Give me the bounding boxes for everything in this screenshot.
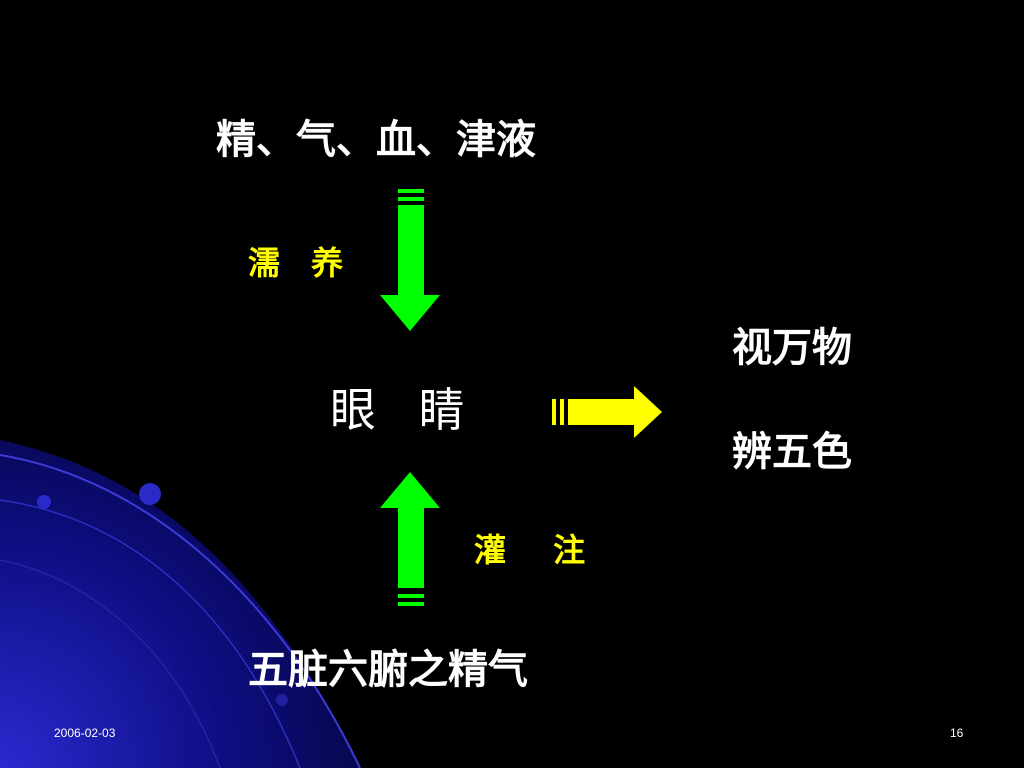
swoosh-curve-1 — [0, 454, 361, 768]
blue-swoosh-shape — [0, 440, 360, 768]
yellow-right-arrow-icon — [552, 386, 662, 438]
irrigate-label: 灌 注 — [474, 531, 604, 569]
swoosh-curve-3 — [0, 559, 221, 768]
decor-dot-large — [139, 483, 161, 505]
swoosh-curve-2 — [0, 499, 301, 768]
function-label-see-all-things: 视万物 — [732, 325, 852, 371]
eye-label: 眼 睛 — [330, 383, 479, 437]
decor-dot-bottom — [276, 694, 288, 706]
footer-page-number: 16 — [950, 726, 964, 740]
decor-dot-small — [37, 495, 51, 509]
green-down-arrow-icon — [380, 189, 440, 331]
nourish-label: 濡 养 — [248, 244, 354, 282]
footer-date: 2006-02-03 — [54, 726, 116, 740]
bottom-source-label: 五脏六腑之精气 — [248, 647, 528, 693]
function-label-distinguish-colors: 辨五色 — [732, 429, 852, 475]
top-source-label: 精、气、血、津液 — [216, 117, 536, 163]
green-up-arrow-icon — [380, 472, 440, 606]
